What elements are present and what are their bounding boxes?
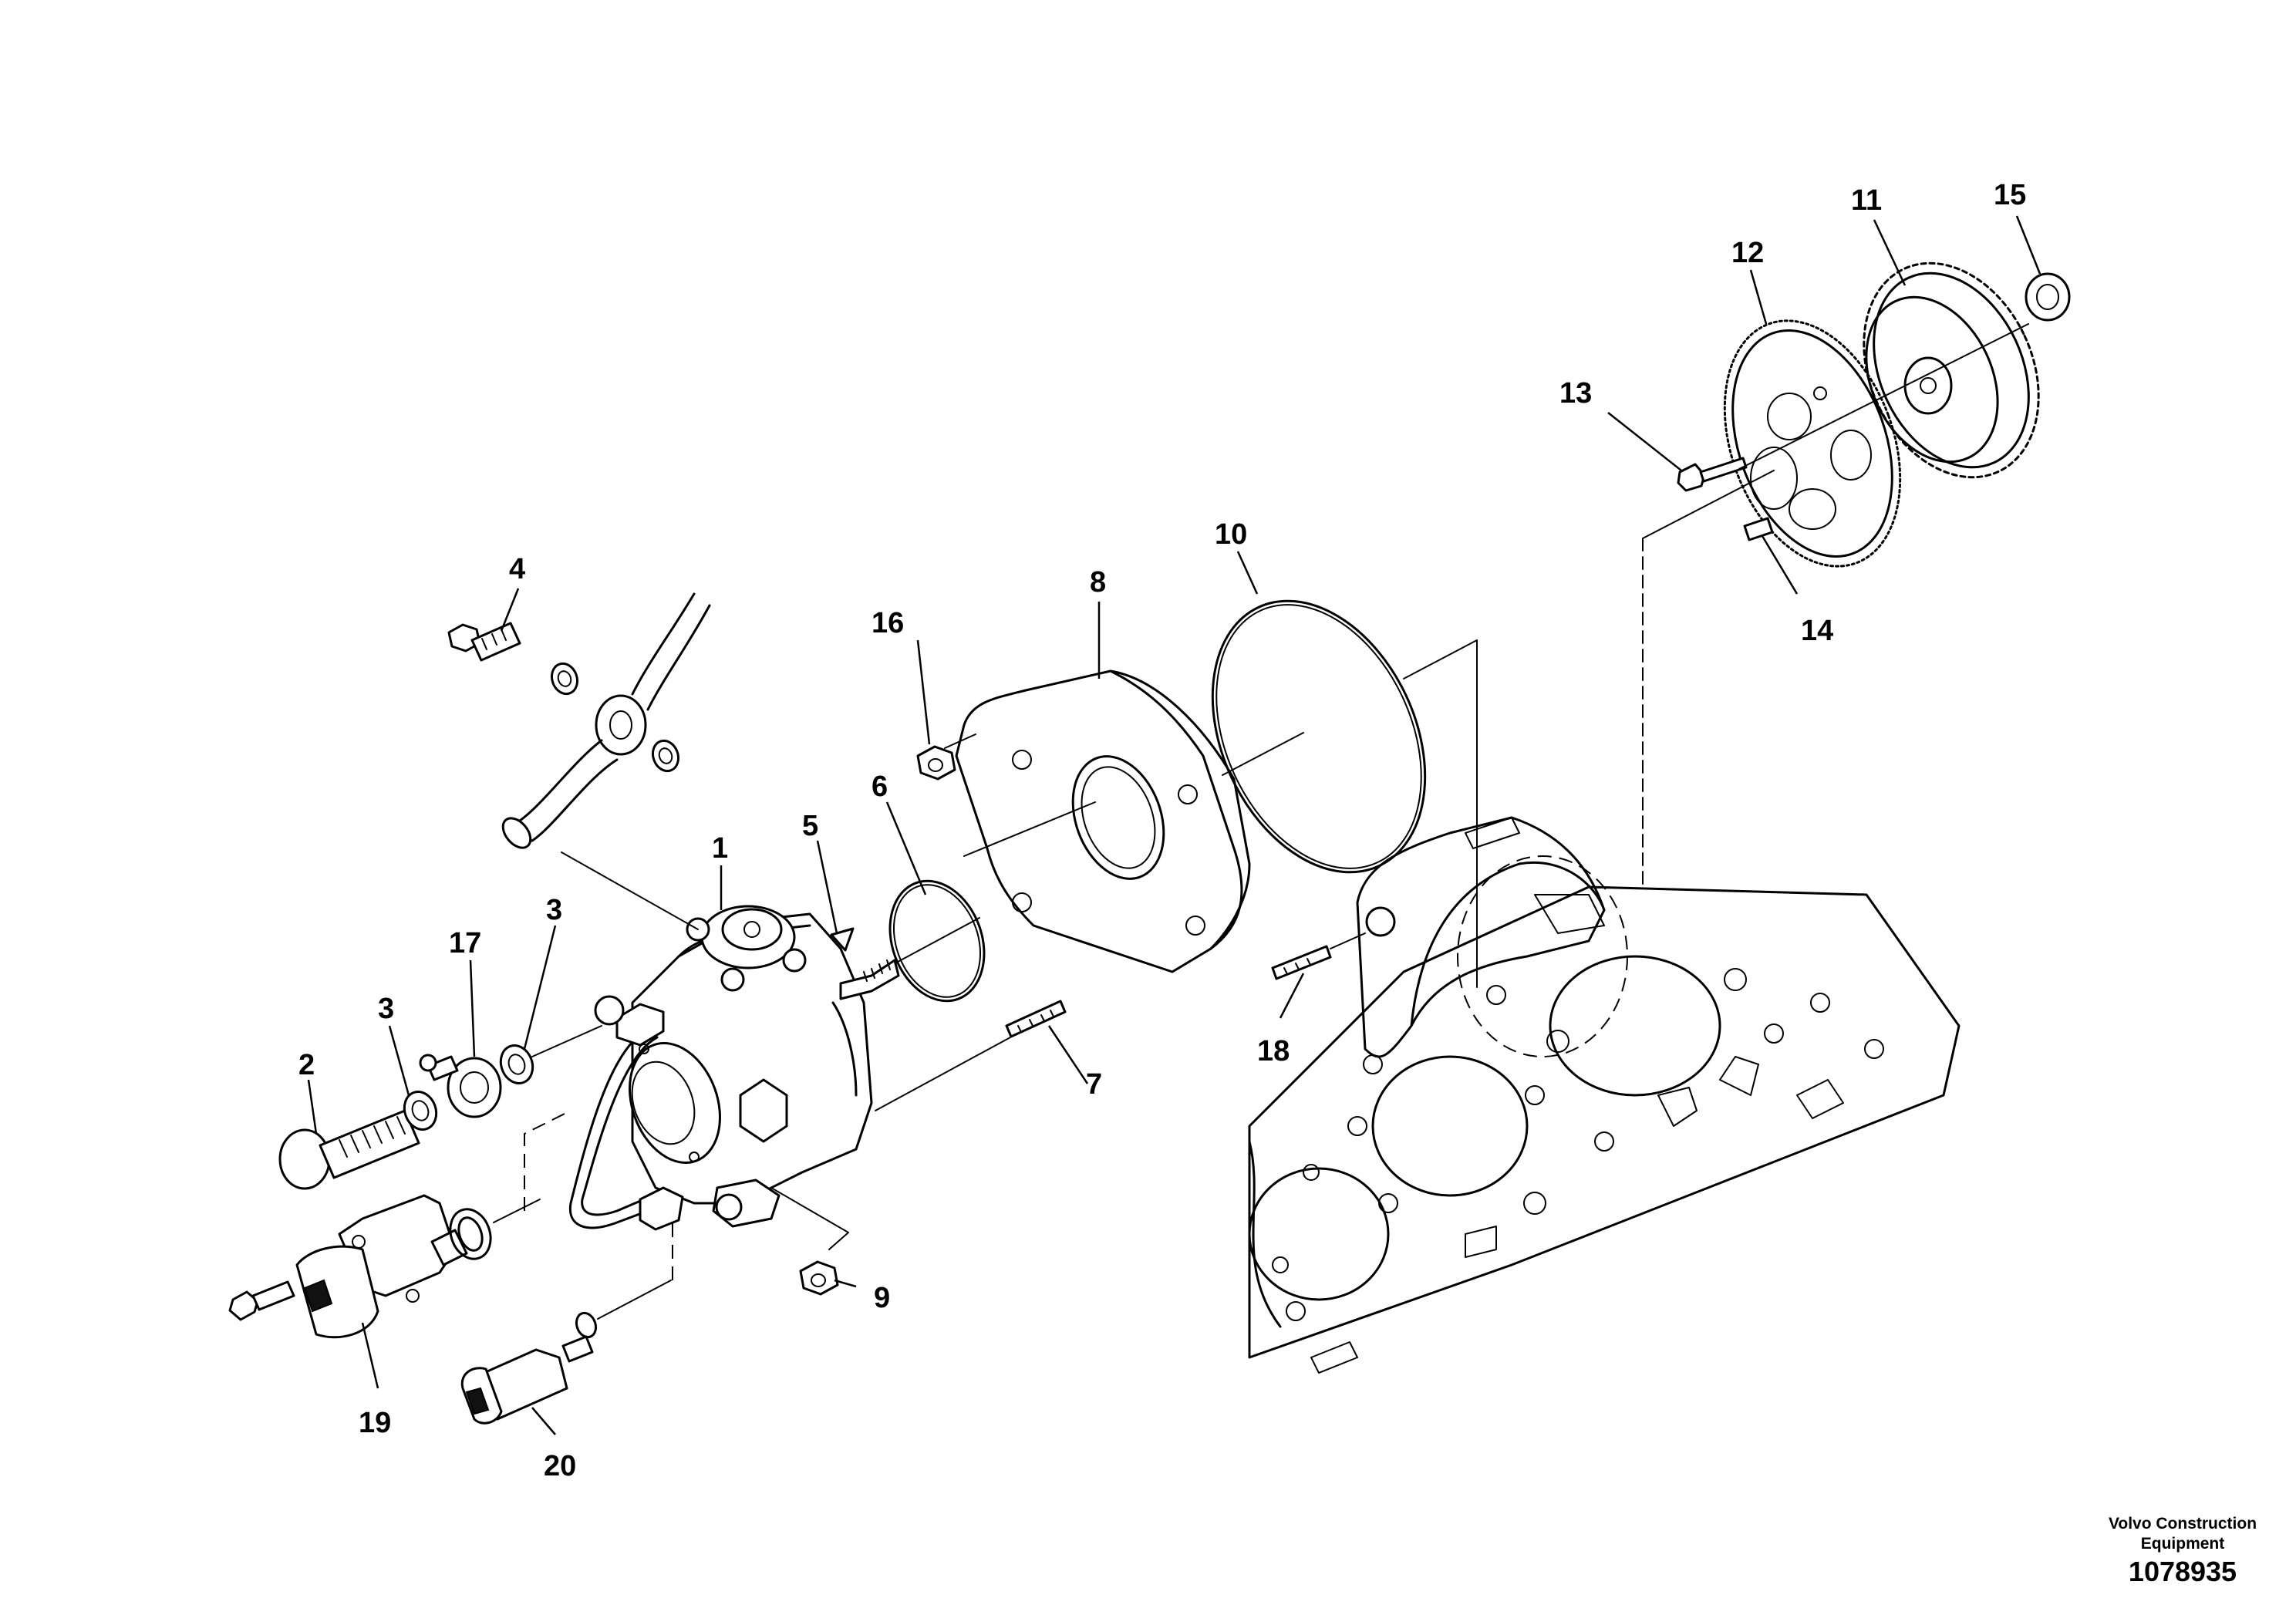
callout-labels: 1 2 3 3 4 5 6 7 8 9 10 11 12 13 14 15 16… <box>298 179 2026 1482</box>
footer-company-line1: Volvo Construction <box>2108 1515 2257 1533</box>
callout-7: 7 <box>1086 1068 1102 1101</box>
pump-flange-8 <box>955 669 1251 973</box>
footer-company-line2: Equipment <box>2140 1535 2225 1553</box>
banjo-bolt-2 <box>278 1109 420 1190</box>
callout-17: 17 <box>449 927 481 959</box>
fuel-line-banjo <box>501 592 711 849</box>
cap-5 <box>830 927 855 952</box>
drive-gear-11 <box>1863 261 2040 479</box>
callout-9: 9 <box>874 1282 890 1314</box>
crankshaft-gear-12 <box>1723 319 1902 568</box>
washer-3a <box>403 1091 438 1131</box>
fitting-17 <box>419 1054 502 1118</box>
stud-7 <box>1005 1000 1067 1038</box>
callout-3a: 3 <box>378 993 394 1025</box>
timing-case-housing <box>1356 816 1606 1058</box>
callout-11: 11 <box>1851 184 1882 217</box>
fuel-pump-1 <box>568 905 900 1231</box>
footer-document-id: 1078935 <box>2128 1556 2237 1587</box>
callout-4: 4 <box>509 553 525 585</box>
callout-18: 18 <box>1257 1035 1290 1067</box>
callout-13: 13 <box>1559 377 1592 410</box>
callout-19: 19 <box>359 1407 391 1439</box>
solenoid-valve-19 <box>295 1194 484 1339</box>
callout-16: 16 <box>872 607 904 639</box>
callout-5: 5 <box>802 810 818 842</box>
stud-18 <box>1271 945 1332 980</box>
pressure-sensor-20 <box>460 1335 594 1425</box>
banjo-bolt-4 <box>447 622 521 662</box>
washer-4a <box>550 662 579 696</box>
nut-9 <box>799 1260 839 1296</box>
callout-1: 1 <box>712 832 728 865</box>
bolt-19a <box>228 1280 295 1321</box>
callout-10: 10 <box>1215 518 1247 551</box>
footer-company: Volvo Construction Equipment <box>2082 1514 2283 1554</box>
nut-16 <box>916 745 956 781</box>
nut-15 <box>2025 272 2071 322</box>
washer-3b <box>499 1044 534 1084</box>
callout-8: 8 <box>1090 566 1106 599</box>
callout-leaders <box>307 215 2041 1435</box>
dowel-pin-14 <box>1743 517 1774 541</box>
callout-15: 15 <box>1994 179 2026 211</box>
o-ring-20 <box>575 1311 598 1339</box>
callout-20: 20 <box>544 1450 576 1482</box>
bolt-13 <box>1677 457 1748 492</box>
callout-3b: 3 <box>546 894 562 926</box>
cylinder-head-gasket <box>1248 855 1961 1374</box>
callout-14: 14 <box>1801 615 1833 647</box>
o-ring-10 <box>1211 599 1427 874</box>
o-ring-19 <box>449 1208 492 1260</box>
callout-2: 2 <box>298 1049 315 1081</box>
callout-6: 6 <box>872 771 888 803</box>
o-ring-6 <box>888 879 986 1003</box>
callout-12: 12 <box>1731 237 1764 269</box>
